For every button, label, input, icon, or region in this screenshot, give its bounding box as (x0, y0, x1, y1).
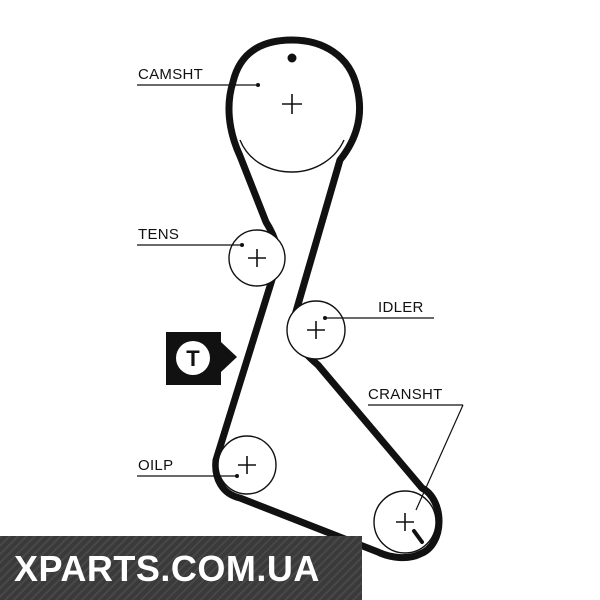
crankshaft-label: CRANSHT (368, 386, 443, 403)
crankshaft-timing-mark (412, 529, 424, 544)
camshaft-center-cross (282, 94, 302, 114)
tension-side-badge: T (166, 332, 237, 385)
watermark-text: XPARTS.COM.UA (14, 548, 320, 589)
crankshaft-leader-line (415, 404, 464, 511)
tensioner-label: TENS (138, 226, 179, 243)
camshaft-pulley (239, 53, 345, 173)
crankshaft-pulley (373, 490, 437, 554)
camshaft-timing-mark (287, 53, 297, 63)
badge-circle (176, 341, 210, 375)
camshaft-pulley-rim (239, 139, 345, 173)
oil-pump-label: OILP (138, 457, 173, 474)
badge-letter: T (186, 346, 200, 371)
tensioner-pulley (228, 229, 286, 287)
idler-pulley (286, 300, 346, 360)
oil-pump-pulley (217, 435, 277, 495)
idler-label: IDLER (378, 299, 424, 316)
watermark-banner: XPARTS.COM.UA (0, 536, 362, 600)
camshaft-label: CAMSHT (138, 66, 203, 83)
